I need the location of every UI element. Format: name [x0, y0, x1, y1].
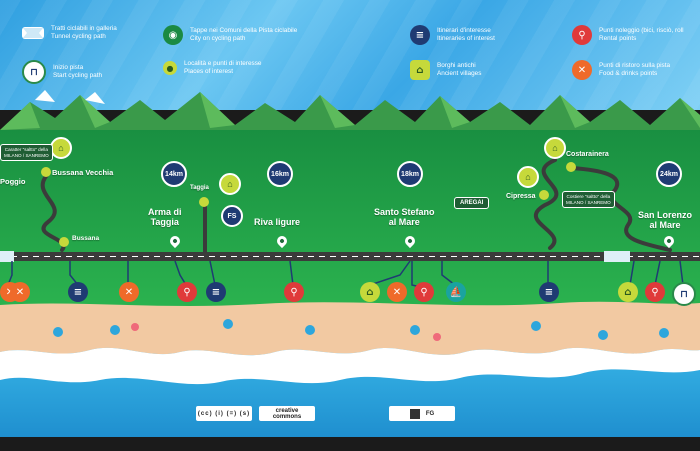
- dot-icon: [539, 190, 549, 200]
- legend-food-text: Punti di ristoro sulla pista Food & drin…: [599, 62, 671, 77]
- km-marker-18: 18km: [397, 161, 423, 187]
- place-label-taggia: Taggia: [190, 185, 209, 191]
- bike-icon[interactable]: ⚲: [645, 282, 665, 302]
- fork-knife-icon[interactable]: ✕: [387, 282, 407, 302]
- legend-city-stage: ◉ Tappe nei Comuni della Pista ciclabile…: [163, 25, 297, 45]
- grass-area: [0, 130, 700, 310]
- beach-umbrellas: [53, 319, 669, 341]
- legend-itineraries: ≡ Itinerari d'interesse Itineraries of i…: [410, 25, 495, 45]
- place-label-poggio: Poggio: [0, 177, 26, 186]
- saltto-tag-left: Caratter "saltto" della MILANO / SANREMO: [0, 144, 53, 161]
- cycling-path-map: Tratti ciclabili in galleria Tunnel cycl…: [0, 0, 700, 437]
- legend-city-stage-text: Tappe nei Comuni della Pista ciclabile C…: [190, 27, 298, 42]
- surf-foam: [0, 347, 700, 385]
- map-pin-icon: ◉: [163, 25, 183, 45]
- boat-icon[interactable]: ⛵: [446, 282, 466, 302]
- sponsor-logo-mark: [409, 408, 420, 419]
- legend-villages: ⌂ Borghi antichi Ancient villages: [410, 60, 481, 80]
- legend-start-text: Inizio pista Start cycling path: [53, 64, 103, 79]
- start-gate-icon[interactable]: ⊓: [672, 282, 696, 306]
- km-marker-16: 16km: [267, 161, 293, 187]
- dot-icon: [566, 162, 576, 172]
- itinerary-icon[interactable]: ≡: [539, 282, 559, 302]
- km-marker-14: 14km: [161, 161, 187, 187]
- mountain-range: [0, 90, 700, 140]
- village-icon: ⌂: [219, 173, 241, 195]
- cycle-road: [0, 252, 700, 261]
- legend-band: [0, 0, 700, 110]
- place-label-cipressa: Cipressa: [506, 193, 536, 200]
- legend-start: ⊓ Inizio pista Start cycling path: [22, 60, 102, 84]
- legend-places-text: Località e punti di interesse Places of …: [184, 60, 262, 75]
- place-label-santo-stefano: Santo Stefano al Mare: [374, 207, 435, 227]
- legend-tunnel: Tratti ciclabili in galleria Tunnel cycl…: [22, 25, 117, 41]
- bike-icon[interactable]: ⚲: [177, 282, 197, 302]
- fork-knife-icon[interactable]: ✕: [119, 282, 139, 302]
- legend-villages-text: Borghi antichi Ancient villages: [437, 62, 482, 77]
- village-icon: ⌂: [50, 137, 72, 159]
- place-label-riva-ligure: Riva ligure: [254, 217, 301, 227]
- itinerary-icon[interactable]: ≡: [68, 282, 88, 302]
- itinerary-icon[interactable]: ≡: [206, 282, 226, 302]
- beach: [0, 301, 700, 360]
- sponsor-logo-text: FG: [425, 410, 435, 417]
- legend-food: ✕ Punti di ristoro sulla pista Food & dr…: [572, 60, 670, 80]
- train-station-icon: FS: [221, 205, 243, 227]
- start-gate-icon: ⊓: [22, 60, 46, 84]
- place-label-san-lorenzo: San Lorenzo al Mare: [638, 210, 693, 230]
- saltto-tag-right: Costiere "saltto" della MILANO / SANREMO: [562, 191, 615, 208]
- dot-icon: [59, 237, 69, 247]
- village-icon: ⌂: [544, 137, 566, 159]
- map-graphic: [0, 90, 700, 437]
- village-icon[interactable]: ⌂: [618, 282, 638, 302]
- place-label-bussana: Bussana: [72, 235, 100, 242]
- creative-commons-logo: creative commons: [259, 406, 315, 421]
- village-icon: ⌂: [517, 166, 539, 188]
- legend-places: ● Località e punti di interesse Places o…: [163, 60, 261, 76]
- fork-knife-icon[interactable]: ✕: [10, 282, 30, 302]
- bottom-bar: [0, 437, 700, 451]
- tunnel-icon: [22, 27, 44, 39]
- dot-icon: [41, 167, 51, 177]
- tunnel-segment: [604, 251, 630, 262]
- sponsor-logos: FG: [389, 406, 455, 421]
- aregai-label: AREGAI: [454, 197, 490, 209]
- village-icon: ⌂: [410, 60, 430, 80]
- place-label-costarainera: Costarainera: [566, 151, 609, 158]
- bike-icon: ⚲: [572, 25, 592, 45]
- fork-knife-icon: ✕: [572, 60, 592, 80]
- legend-tunnel-text: Tratti ciclabili in galleria Tunnel cycl…: [51, 25, 117, 40]
- village-icon[interactable]: ⌂: [360, 282, 380, 302]
- bike-icon[interactable]: ⚲: [414, 282, 434, 302]
- km-marker-24: 24km: [656, 161, 682, 187]
- place-label-bussana-vecchia: Bussana Vecchia: [52, 168, 114, 177]
- dot-icon: ●: [163, 61, 177, 75]
- legend-rental: ⚲ Punti noleggio (bici, risciò, roll Ren…: [572, 25, 684, 45]
- dot-icon: [199, 197, 209, 207]
- bike-icon[interactable]: ⚲: [284, 282, 304, 302]
- place-label-arma-di-taggia: Arma di Taggia: [148, 207, 182, 227]
- itinerary-icon: ≡: [410, 25, 430, 45]
- tunnel-segment: [0, 251, 14, 262]
- legend-itineraries-text: Itinerari d'interesse Itineraries of int…: [437, 27, 495, 42]
- cc-license-icons: (cc) (i) (=) (s): [196, 406, 252, 421]
- legend-rental-text: Punti noleggio (bici, risciò, roll Renta…: [599, 27, 684, 42]
